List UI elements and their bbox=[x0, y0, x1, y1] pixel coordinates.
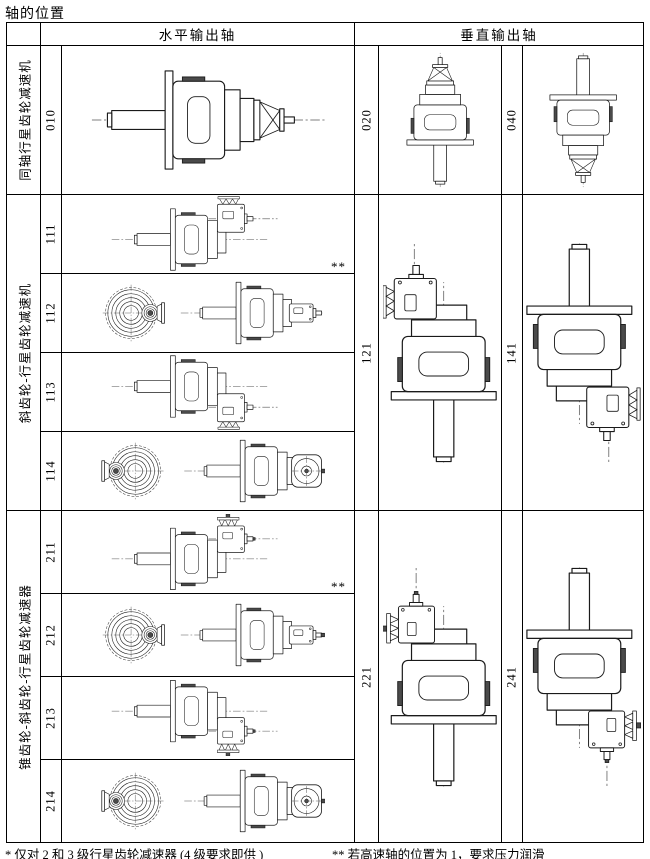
reducer-114-drawing bbox=[91, 433, 326, 509]
code-cell-010: 010 bbox=[40, 45, 62, 195]
code-cell-241: 241 bbox=[501, 510, 523, 843]
header-horizontal-label: 水平输出轴 bbox=[158, 28, 237, 43]
code-cell-212: 212 bbox=[40, 593, 62, 677]
drawing-cell-112 bbox=[61, 273, 355, 353]
group-label-coaxial: 同轴行星齿轮减速机 bbox=[6, 45, 41, 195]
reducer-212-drawing bbox=[91, 597, 326, 673]
drawing-cell-211: ** bbox=[61, 510, 355, 594]
drawing-cell-010 bbox=[61, 45, 355, 195]
code-cell-211: 211 bbox=[40, 510, 62, 594]
drawing-cell-114 bbox=[61, 431, 355, 511]
reducer-213-drawing bbox=[91, 680, 326, 756]
reducer-121-drawing bbox=[383, 238, 498, 468]
footnote-marker: ** bbox=[331, 579, 346, 594]
code-text: 040 bbox=[504, 109, 519, 131]
drawing-cell-113 bbox=[61, 352, 355, 432]
group-label-text: 锥齿轮-斜齿轮-行星齿轮减速器 bbox=[18, 583, 32, 770]
code-text: 141 bbox=[504, 341, 519, 364]
code-text: 020 bbox=[359, 109, 373, 131]
code-cell-113: 113 bbox=[40, 352, 62, 432]
code-text: 212 bbox=[43, 624, 58, 646]
group-label-text: 斜齿轮-行星齿轮减速机 bbox=[18, 282, 32, 423]
reducer-010-drawing bbox=[79, 64, 337, 176]
code-cell-112: 112 bbox=[40, 273, 62, 353]
header-vertical-output-shaft: 垂直输出轴 bbox=[354, 22, 644, 46]
drawing-cell-212 bbox=[61, 593, 355, 677]
code-text: 113 bbox=[43, 381, 58, 403]
reducer-221-drawing bbox=[383, 562, 498, 792]
reducer-141-drawing bbox=[526, 238, 641, 468]
code-cell-141: 141 bbox=[501, 194, 523, 511]
reducer-020-drawing bbox=[404, 50, 477, 190]
code-cell-221: 221 bbox=[354, 510, 379, 843]
drawing-cell-020 bbox=[378, 45, 502, 195]
reducer-113-drawing bbox=[91, 354, 326, 430]
reducer-214-drawing bbox=[91, 763, 326, 839]
group-label-helical-planetary: 斜齿轮-行星齿轮减速机 bbox=[6, 194, 41, 511]
header-horizontal-output-shaft: 水平输出轴 bbox=[40, 22, 355, 46]
code-text: 111 bbox=[43, 223, 58, 245]
page-title: 轴的位置 bbox=[5, 7, 65, 22]
reducer-211-drawing bbox=[91, 514, 326, 590]
code-text: 112 bbox=[43, 302, 58, 324]
shaft-position-table: 水平输出轴 垂直输出轴 同轴行星齿轮减速机 010 020 040 斜齿轮-行星… bbox=[6, 22, 644, 843]
code-cell-213: 213 bbox=[40, 676, 62, 760]
code-text: 114 bbox=[43, 460, 58, 482]
header-vertical-label: 垂直输出轴 bbox=[460, 28, 538, 43]
drawing-cell-121 bbox=[378, 194, 502, 511]
reducer-040-drawing bbox=[547, 50, 620, 190]
group-label-bevel-helical-planetary: 锥齿轮-斜齿轮-行星齿轮减速器 bbox=[6, 510, 41, 843]
code-text: 214 bbox=[43, 790, 58, 812]
drawing-cell-111: ** bbox=[61, 194, 355, 274]
code-text: 010 bbox=[43, 109, 58, 131]
footnote-single-asterisk: * 仅对 2 和 3 级行星齿轮减速器 (4 级要求即供 ) bbox=[5, 848, 264, 859]
drawing-cell-221 bbox=[378, 510, 502, 843]
footnote-marker: ** bbox=[331, 259, 346, 274]
code-text: 221 bbox=[359, 665, 373, 688]
code-cell-214: 214 bbox=[40, 759, 62, 843]
corner-cell bbox=[6, 22, 41, 46]
code-text: 213 bbox=[43, 707, 58, 729]
reducer-111-drawing bbox=[91, 196, 326, 272]
code-text: 121 bbox=[359, 341, 373, 364]
footnotes: * 仅对 2 和 3 级行星齿轮减速器 (4 级要求即供 ) ** 若高速轴的位… bbox=[0, 844, 650, 859]
drawing-cell-040 bbox=[522, 45, 644, 195]
code-cell-114: 114 bbox=[40, 431, 62, 511]
code-cell-020: 020 bbox=[354, 45, 379, 195]
drawing-cell-214 bbox=[61, 759, 355, 843]
group-label-text: 同轴行星齿轮减速机 bbox=[18, 59, 32, 181]
code-cell-040: 040 bbox=[501, 45, 523, 195]
reducer-241-drawing bbox=[526, 562, 641, 792]
drawing-cell-213 bbox=[61, 676, 355, 760]
drawing-cell-141 bbox=[522, 194, 644, 511]
drawing-cell-241 bbox=[522, 510, 644, 843]
code-text: 211 bbox=[43, 541, 58, 563]
code-text: 241 bbox=[504, 665, 519, 688]
footnote-double-asterisk: ** 若高速轴的位置为 1，要求压力润滑 bbox=[332, 848, 545, 859]
reducer-112-drawing bbox=[91, 275, 326, 351]
code-cell-121: 121 bbox=[354, 194, 379, 511]
code-cell-111: 111 bbox=[40, 194, 62, 274]
